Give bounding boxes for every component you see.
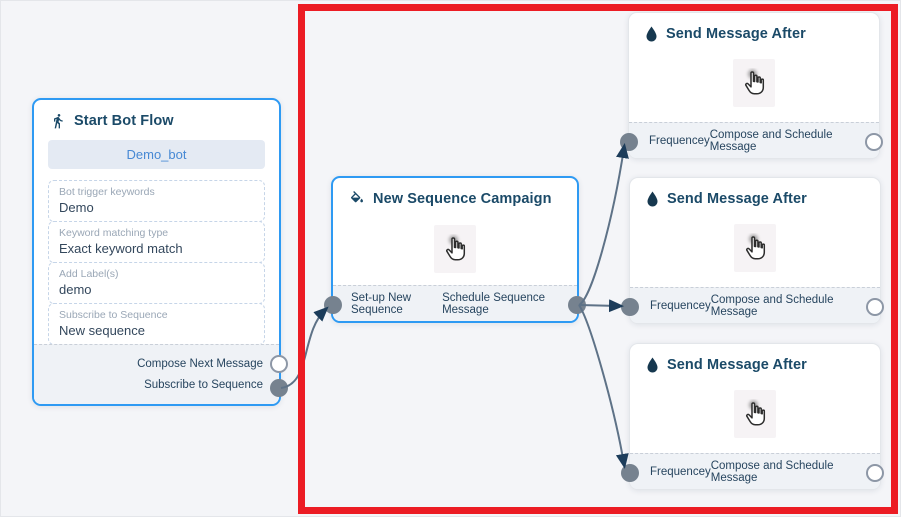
input-port-frequency[interactable]: [620, 133, 638, 151]
node-new-sequence-campaign[interactable]: New Sequence Campaign Set-up New Sequenc…: [324, 176, 586, 323]
node-title-row: New Sequence Campaign: [333, 178, 577, 214]
output-port-compose-next-message[interactable]: [270, 355, 288, 373]
node-title-row: Send Message After: [630, 178, 880, 214]
field-keyword-matching-type[interactable]: Keyword matching type Exact keyword matc…: [48, 221, 265, 263]
field-bot-trigger-keywords[interactable]: Bot trigger keywords Demo: [48, 180, 265, 222]
node-footer: Set-up New Sequence Schedule Sequence Me…: [333, 285, 577, 321]
node-footer: Frequencey Compose and Schedule Message: [629, 122, 879, 158]
water-drop-icon: [647, 357, 658, 373]
output-port-subscribe-to-sequence[interactable]: [270, 379, 288, 397]
output-label-schedule-sequence-message: Schedule Sequence Message: [442, 291, 546, 316]
input-port-set-up-new-sequence[interactable]: [324, 296, 342, 314]
field-label: Bot trigger keywords: [59, 186, 155, 198]
field-value: Demo: [59, 200, 94, 215]
node-send-message-after-1[interactable]: Send Message After Frequencey Compose an…: [620, 12, 883, 159]
node-click-area[interactable]: [734, 224, 776, 272]
output-label-compose-schedule: Compose and Schedule Message: [709, 128, 833, 153]
hand-cursor-icon: [741, 68, 767, 99]
hand-cursor-icon: [742, 399, 768, 430]
field-label: Keyword matching type: [59, 227, 169, 239]
water-drop-icon: [646, 26, 657, 42]
node-start-bot-flow[interactable]: Start Bot Flow Demo_bot Bot trigger keyw…: [32, 98, 288, 406]
field-value: demo: [59, 282, 92, 297]
output-port-schedule-sequence-message[interactable]: [568, 296, 586, 314]
output-port-compose-schedule[interactable]: [865, 133, 883, 151]
node-footer: Frequencey Compose and Schedule Message: [630, 453, 880, 489]
field-value: New sequence: [59, 323, 145, 338]
edge-sequence-to-send-1: [578, 143, 629, 306]
water-drop-icon: [647, 191, 658, 207]
node-send-message-after-3[interactable]: Send Message After Frequencey Compose an…: [621, 343, 884, 490]
input-label-frequency: Frequencey: [650, 465, 711, 478]
walking-person-icon: [54, 114, 63, 129]
node-title: Send Message After: [667, 357, 807, 373]
output-label-compose-schedule: Compose and Schedule Message: [710, 459, 834, 484]
output-port-compose-schedule[interactable]: [866, 464, 884, 482]
node-title-row: Start Bot Flow: [34, 100, 279, 136]
node-title: New Sequence Campaign: [373, 191, 552, 207]
paint-bucket-icon: [350, 191, 363, 203]
node-title: Send Message After: [667, 191, 807, 207]
hand-cursor-icon: [442, 234, 468, 265]
node-click-area[interactable]: [434, 225, 476, 273]
field-label: Add Label(s): [59, 268, 119, 280]
node-title: Send Message After: [666, 26, 806, 42]
output-port-compose-schedule[interactable]: [866, 298, 884, 316]
node-title-row: Send Message After: [630, 344, 880, 380]
output-label-subscribe-to-sequence: Subscribe to Sequence: [144, 379, 263, 391]
edge-start-to-sequence: [280, 306, 329, 389]
field-subscribe-to-sequence[interactable]: Subscribe to Sequence New sequence: [48, 303, 265, 345]
node-title-row: Send Message After: [629, 13, 879, 49]
node-click-area[interactable]: [734, 390, 776, 438]
edge-sequence-to-send-3: [578, 304, 629, 469]
input-label-set-up-new-sequence: Set-up New Sequence: [351, 291, 412, 316]
field-label: Subscribe to Sequence: [59, 309, 168, 321]
field-add-labels[interactable]: Add Label(s) demo: [48, 262, 265, 304]
input-port-frequency[interactable]: [621, 464, 639, 482]
node-footer: Compose Next Message Subscribe to Sequen…: [34, 344, 279, 404]
field-value: Exact keyword match: [59, 241, 183, 256]
node-send-message-after-2[interactable]: Send Message After Frequencey Compose an…: [621, 177, 884, 324]
input-label-frequency: Frequencey: [650, 299, 711, 312]
node-footer: Frequencey Compose and Schedule Message: [630, 287, 880, 323]
input-port-frequency[interactable]: [621, 298, 639, 316]
node-click-area[interactable]: [733, 59, 775, 107]
output-label-compose-schedule: Compose and Schedule Message: [710, 293, 834, 318]
output-label-compose-next-message: Compose Next Message: [137, 358, 263, 370]
input-label-frequency: Frequencey: [649, 134, 710, 147]
bot-name-button[interactable]: Demo_bot: [48, 140, 265, 169]
node-title: Start Bot Flow: [74, 113, 174, 129]
hand-cursor-icon: [742, 233, 768, 264]
